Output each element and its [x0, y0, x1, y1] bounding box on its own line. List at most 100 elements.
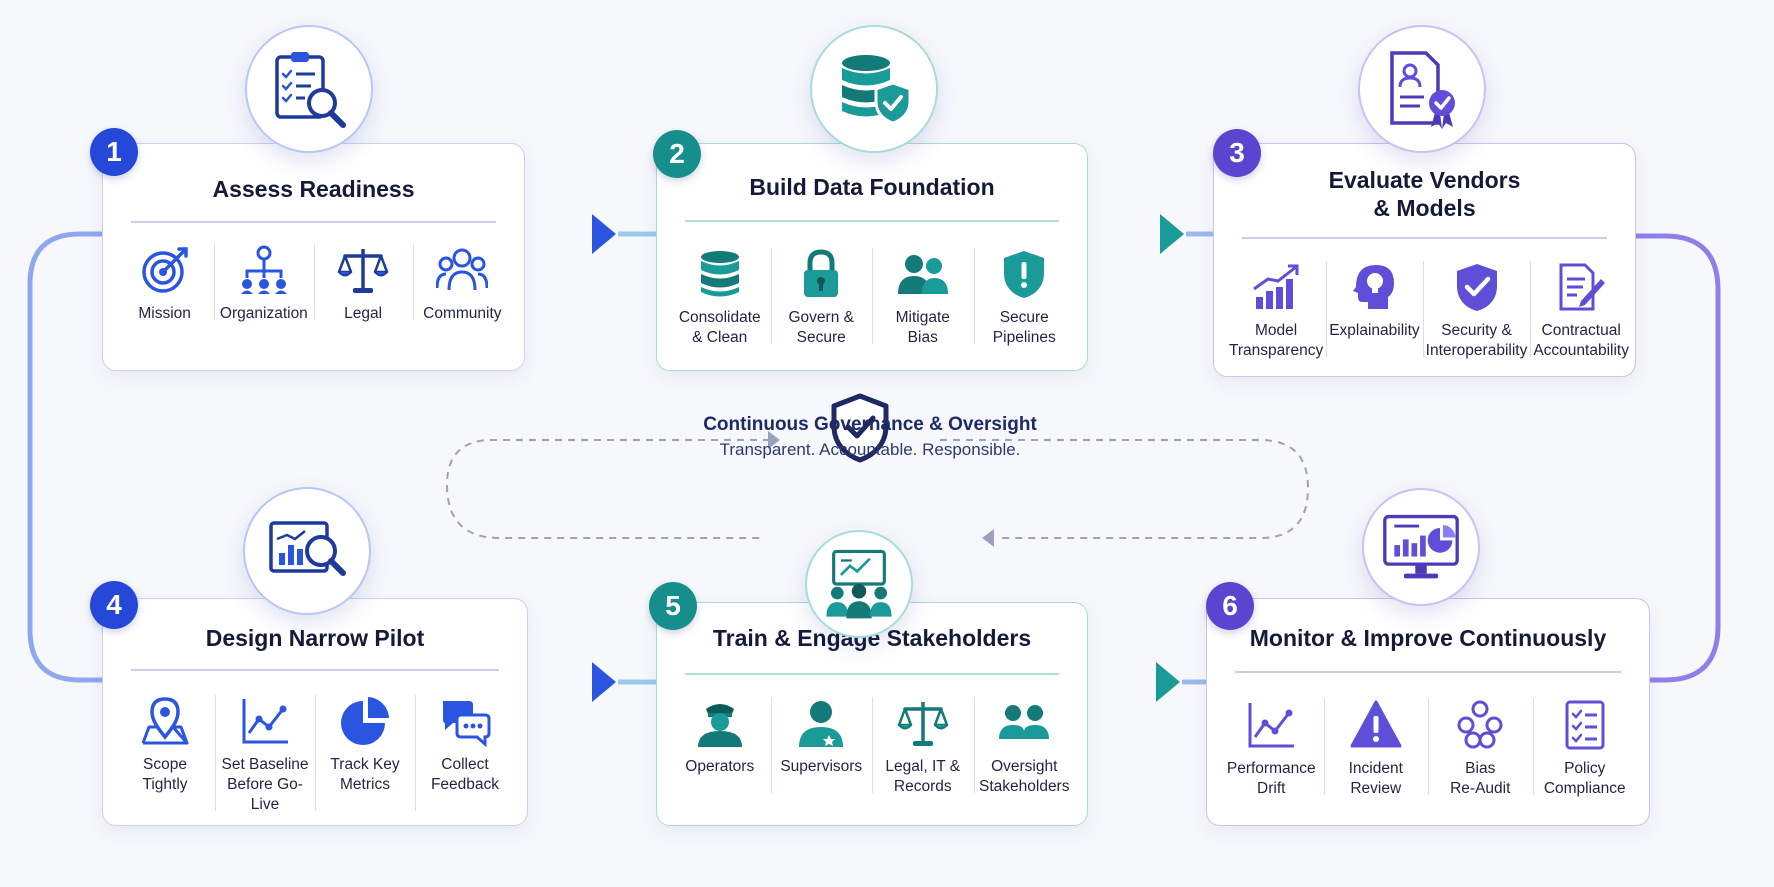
- item-label: Supervisors: [780, 758, 863, 775]
- step-card-monitor-improve: Monitor & Improve Continuously Performan…: [1206, 598, 1650, 826]
- checklist-icon: [1565, 700, 1605, 750]
- shield-check-icon: [1456, 264, 1497, 311]
- users-icon: [897, 255, 948, 294]
- item-organization: Organization: [214, 242, 313, 324]
- step-icon-bubble: [243, 487, 371, 615]
- arrow-4-to-5: [528, 662, 656, 702]
- item-label: Mission: [138, 305, 191, 322]
- warning-icon: [1350, 700, 1402, 748]
- item-label: Policy Compliance: [1543, 760, 1626, 797]
- chart-search-icon: [269, 521, 346, 576]
- map-pin-icon: [141, 697, 189, 745]
- clipboard-search-icon: [275, 52, 346, 128]
- item-performance-drift: Performance Drift: [1219, 697, 1324, 799]
- item-label: Bias Re-Audit: [1450, 760, 1511, 797]
- step-card-train-engage: Train & Engage Stakeholders Operators Su…: [656, 602, 1088, 826]
- target-icon: [141, 247, 188, 293]
- card-divider: [131, 669, 499, 671]
- network-people-icon: [1457, 700, 1503, 749]
- card-title: Assess Readiness: [212, 176, 415, 202]
- item-incident-review: Incident Review: [1323, 697, 1429, 799]
- item-label: Track Key Metrics: [330, 756, 400, 793]
- item-mission: Mission: [115, 242, 214, 324]
- database-icon: [700, 251, 739, 297]
- chat-bubbles-icon: [443, 701, 491, 747]
- item-label: Community: [423, 305, 502, 322]
- item-label: Model Transparency: [1229, 322, 1324, 359]
- step-number-badge: 5: [649, 582, 697, 630]
- officer-icon: [697, 704, 742, 747]
- item-operators: Operators: [669, 695, 771, 797]
- item-label: Incident Review: [1348, 760, 1403, 797]
- step-number-badge: 3: [1213, 129, 1261, 177]
- step-number-badge: 4: [90, 581, 138, 629]
- people-icon: [436, 248, 489, 291]
- item-explainability: Explainability: [1326, 259, 1422, 361]
- item-mitigate-bias: Mitigate Bias: [872, 246, 974, 348]
- supervisor-icon: [799, 701, 844, 747]
- item-community: Community: [412, 242, 512, 324]
- item-track-key-metrics: Track Key Metrics: [315, 693, 415, 815]
- item-label: Collect Feedback: [430, 756, 500, 793]
- group-icon: [999, 705, 1050, 739]
- governance-subtitle: Transparent. Accountable. Responsible.: [719, 440, 1021, 459]
- item-label: Contractual Accountability: [1533, 322, 1629, 359]
- item-consolidate-clean: Consolidate & Clean: [669, 246, 771, 348]
- pie-chart-icon: [341, 697, 389, 745]
- step-icon-bubble: [1362, 488, 1480, 606]
- lock-icon: [804, 249, 839, 297]
- database-shield-icon: [842, 55, 912, 125]
- head-bulb-icon: [1353, 265, 1395, 309]
- step-number-badge: 1: [90, 128, 138, 176]
- item-label: Mitigate Bias: [895, 309, 950, 346]
- org-chart-icon: [240, 245, 287, 294]
- loop-connector-left: [27, 231, 105, 683]
- item-set-baseline: Set Baseline Before Go-Live: [215, 693, 315, 815]
- step-icon-bubble: [1358, 25, 1486, 153]
- arrow-5-to-6: [1088, 662, 1206, 702]
- item-label: Explainability: [1329, 322, 1420, 339]
- presentation-icon: [826, 549, 892, 619]
- step-card-assess-readiness: Assess Readiness Mission Organization: [102, 143, 525, 371]
- shield-check-icon: [831, 393, 889, 463]
- item-security-interoperability: Security & Interoperability: [1422, 259, 1531, 361]
- monitor-chart-icon: [1383, 514, 1459, 579]
- card-divider: [1242, 237, 1607, 239]
- scales-icon: [337, 249, 389, 293]
- card-divider: [685, 220, 1059, 222]
- item-label: Performance Drift: [1226, 760, 1316, 797]
- item-label: Scope Tightly: [142, 756, 188, 793]
- governance-title: Continuous Governance & Oversight: [703, 414, 1037, 435]
- item-label: Legal: [344, 305, 383, 322]
- item-policy-compliance: Policy Compliance: [1532, 697, 1638, 799]
- card-divider: [131, 221, 496, 223]
- item-label: Consolidate & Clean: [678, 309, 761, 346]
- item-scope-tightly: Scope Tightly: [115, 693, 215, 815]
- item-contractual-accountability: Contractual Accountability: [1530, 259, 1632, 361]
- item-oversight-stakeholders: Oversight Stakeholders: [973, 695, 1076, 797]
- item-label: Secure Pipelines: [992, 309, 1056, 346]
- arrow-1-to-2: [525, 214, 656, 254]
- governance-arrow-bottom: [982, 529, 994, 547]
- governance-arrow-top: [768, 431, 780, 449]
- step-number-badge: 2: [653, 130, 701, 178]
- bar-chart-icon: [1253, 264, 1299, 309]
- governance-loop-right: [940, 439, 1310, 539]
- step-card-build-data-foundation: Build Data Foundation Consolidate & Clea…: [656, 143, 1088, 371]
- contract-pen-icon: [1559, 263, 1606, 311]
- line-chart-icon: [242, 699, 288, 744]
- step-card-evaluate-vendors: Evaluate Vendors & Models Model Transpar…: [1213, 143, 1636, 377]
- card-title: Evaluate Vendors & Models: [1328, 167, 1521, 221]
- item-supervisors: Supervisors: [770, 695, 873, 797]
- item-secure-pipelines: Secure Pipelines: [973, 246, 1076, 348]
- step-icon-bubble: [810, 25, 938, 153]
- card-title: Build Data Foundation: [749, 174, 995, 200]
- item-bias-re-audit: Bias Re-Audit: [1428, 697, 1533, 799]
- item-label: Set Baseline Before Go-Live: [221, 756, 309, 813]
- item-label: Oversight Stakeholders: [979, 758, 1070, 795]
- scales-icon: [897, 702, 948, 746]
- line-chart-icon: [1248, 703, 1295, 748]
- item-label: Govern & Secure: [788, 309, 854, 346]
- item-legal-it-records: Legal, IT & Records: [872, 695, 974, 797]
- card-divider: [685, 673, 1059, 675]
